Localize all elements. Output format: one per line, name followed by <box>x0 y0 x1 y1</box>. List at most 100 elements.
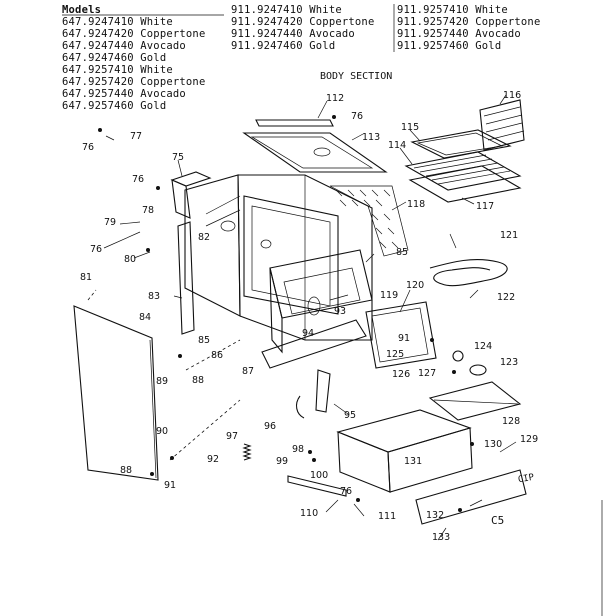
model-line: 647.9247410 White <box>62 16 173 28</box>
lower-panel-87-shape <box>261 319 367 369</box>
spring-97-shape <box>242 443 252 461</box>
model-line: 647.9257460 Gold <box>62 100 167 112</box>
corner-code: C5 <box>491 514 505 527</box>
part-label: 81 <box>80 272 92 283</box>
part-label: 118 <box>407 199 425 210</box>
part-label: 127 <box>418 368 436 379</box>
model-line: 647.9257410 White <box>62 64 173 76</box>
part-label: 126 <box>392 369 410 380</box>
storage-drawer-129-shape <box>336 409 473 493</box>
part-label: 77 <box>130 131 142 142</box>
part-label: 115 <box>401 122 419 133</box>
model-line: 647.9257440 Avocado <box>62 88 186 100</box>
section-title: BODY SECTION <box>320 71 393 82</box>
assembly-guide-lines <box>87 289 241 461</box>
part-label: 121 <box>500 230 518 241</box>
part-label: 76 <box>90 244 102 255</box>
part-label: 119 <box>380 290 398 301</box>
part-label: 113 <box>362 132 380 143</box>
part-label: 97 <box>226 431 238 442</box>
part-label: 91 <box>398 333 410 344</box>
oven-rack-117-shape <box>408 165 522 203</box>
part-label: 99 <box>276 456 288 467</box>
part-label: 76 <box>132 174 144 185</box>
part-label: 117 <box>476 201 494 212</box>
part-label: 85 <box>198 335 210 346</box>
drawer-front-132-shape <box>415 469 527 525</box>
part-label: 116 <box>503 90 521 101</box>
bracket-75-shape <box>170 171 212 219</box>
models-header: Models <box>62 4 102 16</box>
hinge-95-shape <box>295 369 331 419</box>
drawer-rail-110-shape <box>287 475 347 497</box>
model-line: 647.9257420 Coppertone <box>62 76 206 88</box>
part-label: 84 <box>139 312 151 323</box>
range-body-shape <box>184 174 373 341</box>
model-line: 911.9257410 White <box>397 4 508 16</box>
part-label: 95 <box>344 410 356 421</box>
part-label: 88 <box>120 465 132 476</box>
part-label: 76 <box>340 486 352 497</box>
part-label: 133 <box>432 532 450 543</box>
part-label: 130 <box>484 439 502 450</box>
model-line: 911.9247460 Gold <box>231 40 336 52</box>
side-panel-84-shape <box>73 305 159 481</box>
part-label: 82 <box>198 232 210 243</box>
part-label: 88 <box>192 375 204 386</box>
model-line: 911.9257420 Coppertone <box>397 16 541 28</box>
model-line: 647.9247420 Coppertone <box>62 28 206 40</box>
part-label: 86 <box>211 350 223 361</box>
part-label: 100 <box>310 470 328 481</box>
part-label: 120 <box>406 280 424 291</box>
broil-element-128-shape <box>428 381 522 421</box>
back-panel-116-shape <box>479 99 525 151</box>
part-label: 93 <box>334 306 346 317</box>
part-label: 79 <box>104 217 116 228</box>
part-label: 124 <box>474 341 492 352</box>
part-label: 83 <box>148 291 160 302</box>
part-label: 128 <box>502 416 520 427</box>
part-label: 78 <box>142 205 154 216</box>
part-label: 90 <box>156 426 168 437</box>
lamp-123-shape <box>469 364 487 376</box>
part-label: 123 <box>500 357 518 368</box>
model-line: 911.9257440 Avocado <box>397 28 521 40</box>
part-label: 114 <box>388 140 406 151</box>
part-label: 125 <box>386 349 404 360</box>
part-label: 76 <box>351 111 363 122</box>
model-line: 911.9247410 White <box>231 4 342 16</box>
part-label: 80 <box>124 254 136 265</box>
model-line: 647.9247440 Avocado <box>62 40 186 52</box>
heating-element-122-shape <box>429 259 508 287</box>
model-line: 911.9247440 Avocado <box>231 28 355 40</box>
part-label: 96 <box>264 421 276 432</box>
part-label: 85 <box>396 247 408 258</box>
part-label: 98 <box>292 444 304 455</box>
part-label: 122 <box>497 292 515 303</box>
part-label: 75 <box>172 152 184 163</box>
part-label: 76 <box>82 142 94 153</box>
part-label: 110 <box>300 508 318 519</box>
part-label: 112 <box>326 93 344 104</box>
rear-strip-112-shape <box>255 119 334 127</box>
model-line: 911.9257460 Gold <box>397 40 502 52</box>
insulation-118-shape <box>329 185 409 257</box>
part-label: 94 <box>302 328 314 339</box>
part-label: 129 <box>520 434 538 445</box>
part-label: 111 <box>378 511 396 522</box>
part-label: 131 <box>404 456 422 467</box>
model-line: 911.9247420 Coppertone <box>231 16 375 28</box>
door-gasket-frame-shape <box>365 301 437 369</box>
model-line: 647.9247460 Gold <box>62 52 167 64</box>
part-label: 92 <box>207 454 219 465</box>
oven-liner-shape <box>269 249 373 354</box>
top-panel-113-shape <box>242 132 388 173</box>
part-label: 91 <box>164 480 176 491</box>
part-label: 132 <box>426 510 444 521</box>
part-label: 89 <box>156 376 168 387</box>
